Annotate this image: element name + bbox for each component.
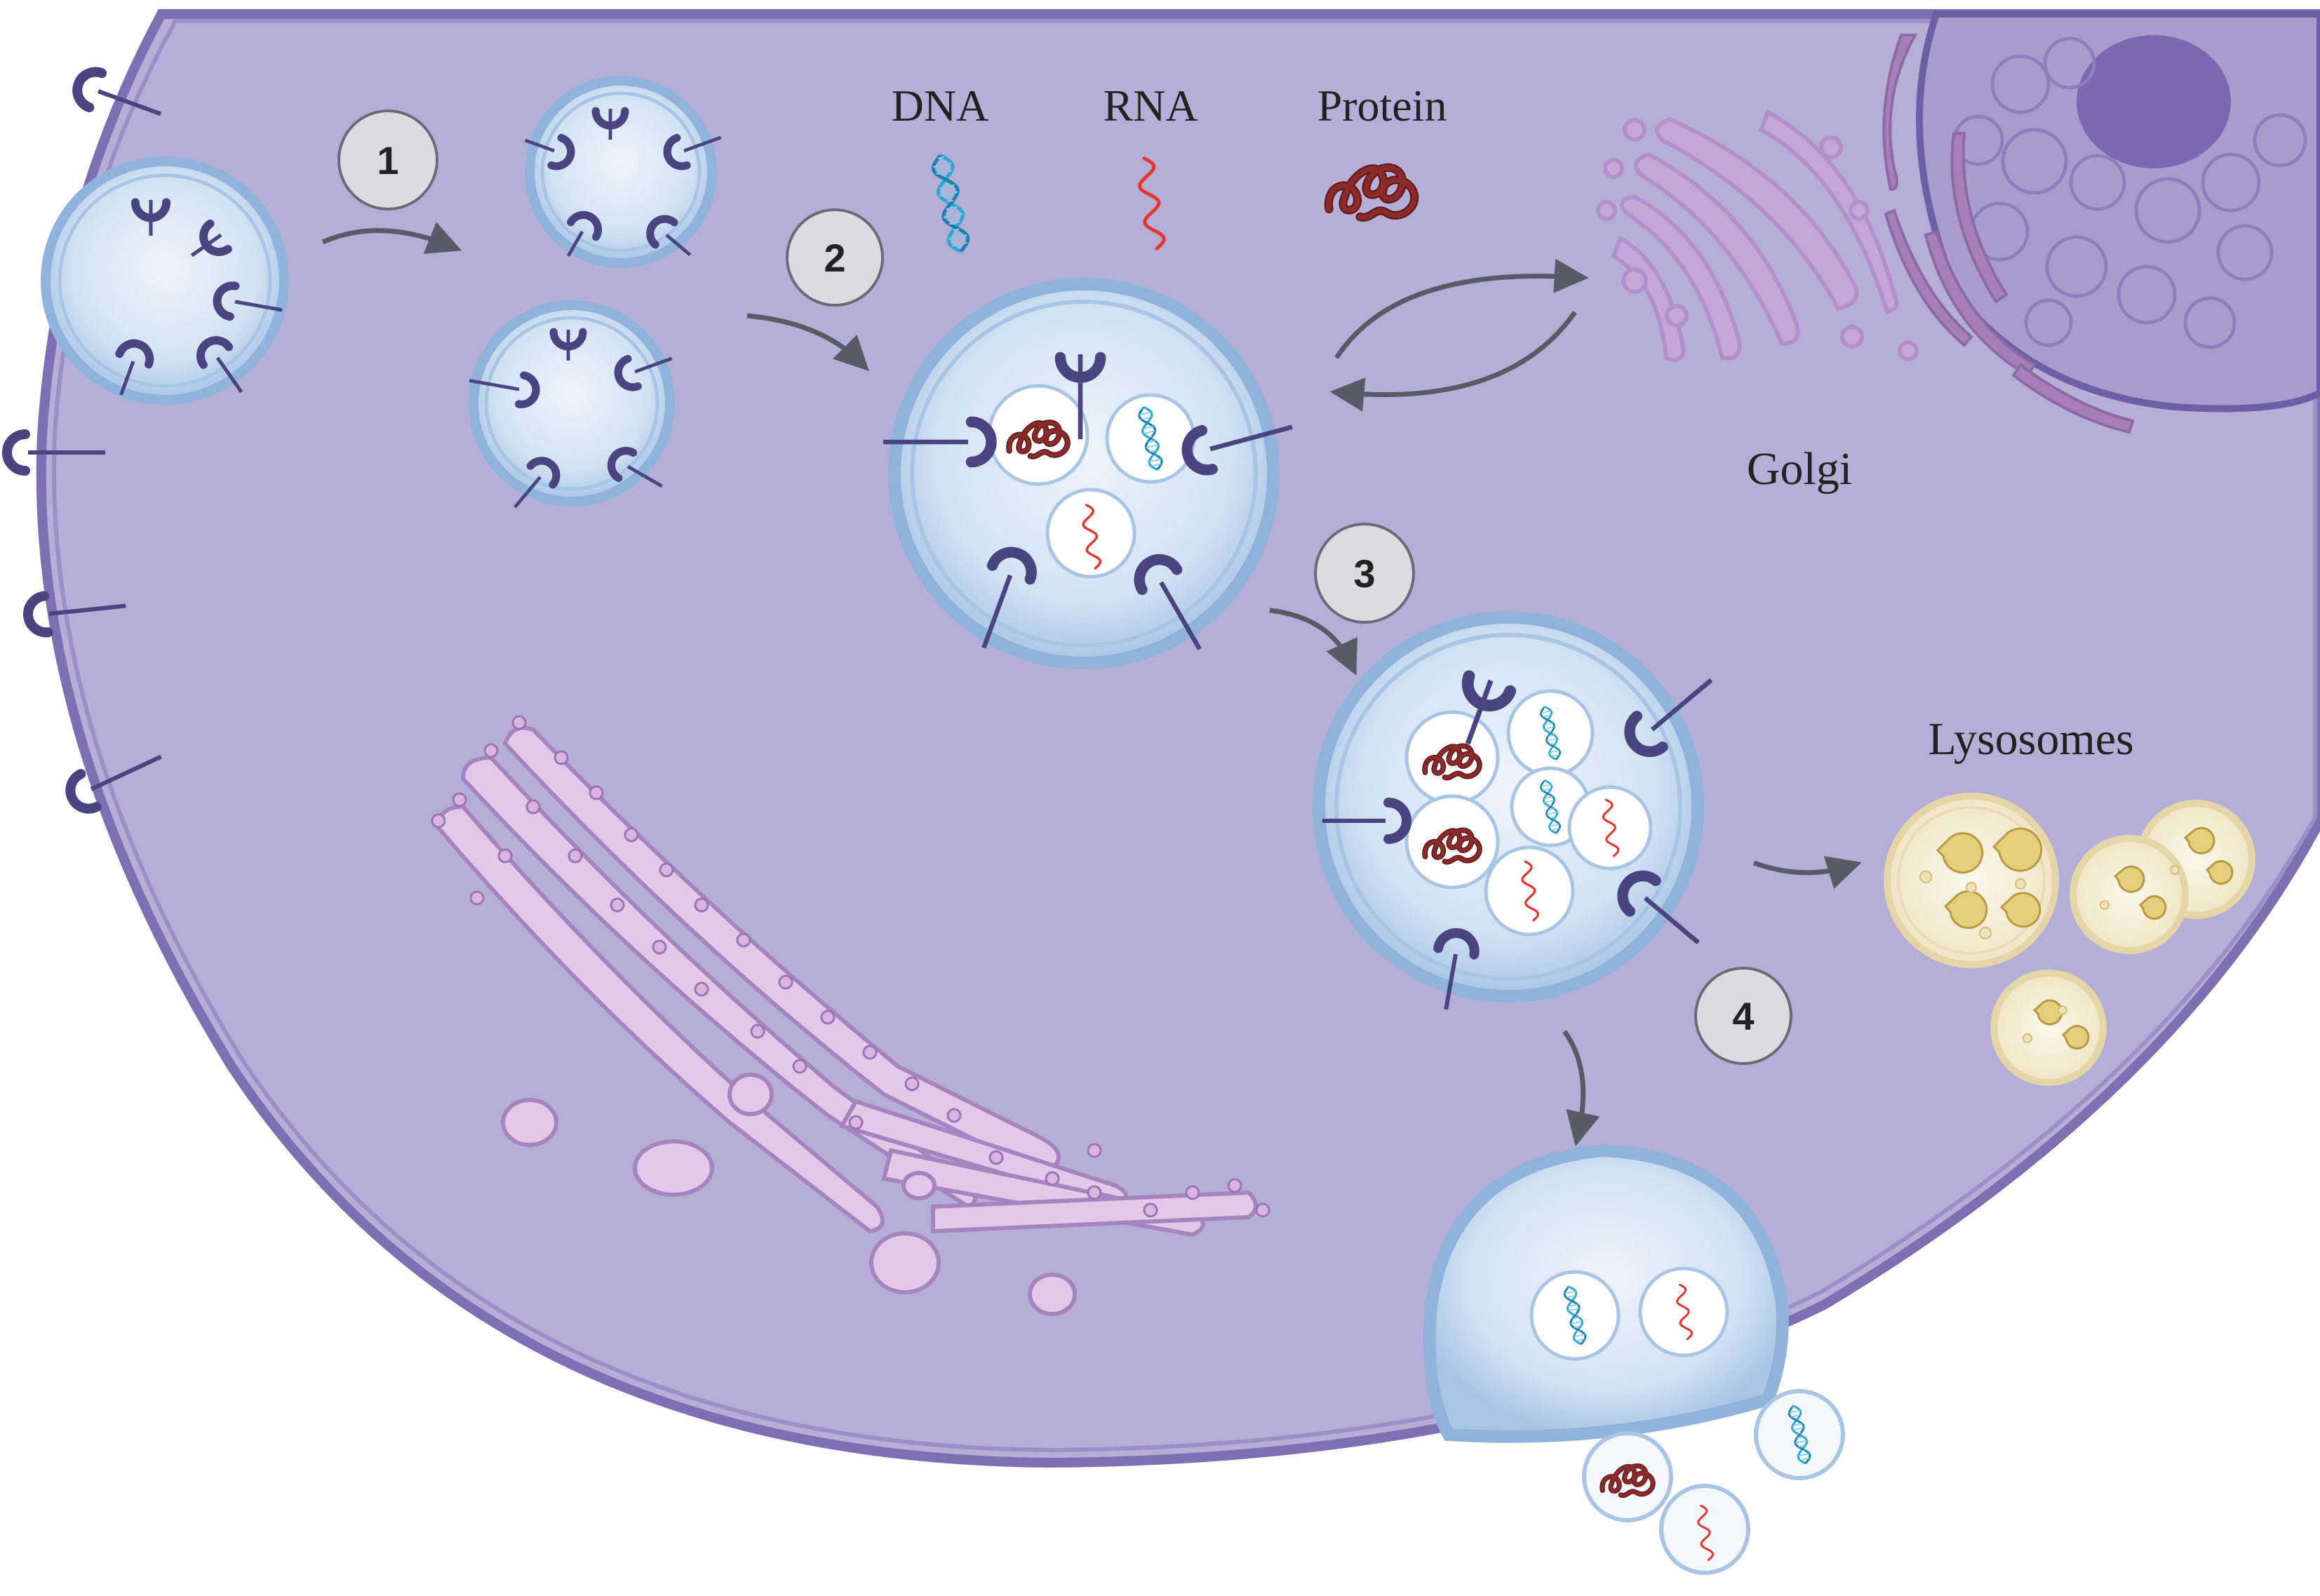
arrow-icon (1329, 310, 1577, 412)
receptor-icon (1624, 678, 1713, 758)
step-3-badge: 3 (1314, 523, 1415, 624)
dna-label: DNA (892, 81, 989, 130)
receptor-icon (2, 429, 105, 476)
receptor-icon (883, 416, 997, 468)
receptor-icon (614, 354, 673, 391)
step-3-number: 3 (1353, 551, 1375, 596)
receptor-icon (524, 133, 575, 170)
intraluminal-vesicle (1567, 785, 1653, 871)
mvb-fusing-membrane (1423, 1144, 1789, 1443)
step-badges: 1 2 3 4 (337, 109, 1792, 1065)
dna-icon (931, 154, 970, 253)
intraluminal-vesicle (1045, 488, 1136, 579)
exosome (1659, 1484, 1750, 1575)
receptor-icon (1433, 928, 1480, 1010)
ribosomes (431, 715, 1270, 1218)
step-4-badge: 4 (1694, 967, 1792, 1065)
receptor-icon (1134, 554, 1202, 650)
golgi-label: Golgi (1747, 443, 1852, 495)
rna-icon (1676, 1283, 1693, 1341)
receptor-icon (190, 219, 232, 257)
arrow-icon (1562, 1029, 1600, 1147)
step-1-number: 1 (377, 138, 398, 182)
receptor-icon (591, 107, 629, 140)
receptor-icon (1181, 424, 1293, 476)
receptor-icon (663, 133, 722, 170)
receptor-icon (65, 754, 162, 814)
receptor-icon (1054, 351, 1106, 440)
rna-icon (1082, 504, 1102, 570)
lysosomes (1884, 793, 2255, 1086)
protein-icon (1422, 743, 1482, 781)
rna-icon (1602, 798, 1620, 857)
lysosome (1884, 793, 2059, 968)
receptor-icon (514, 457, 561, 509)
rna-icon (1137, 156, 1166, 250)
step-2-number: 2 (824, 236, 845, 280)
rna-icon (1697, 1504, 1714, 1562)
receptor-icon (549, 328, 587, 361)
receptor-icon (646, 215, 692, 257)
pathway-arrows (321, 222, 1862, 1147)
receptor-icon (23, 591, 126, 638)
multivesicular-body-late (1313, 611, 1704, 1002)
rna-label: RNA (1103, 81, 1198, 130)
dna-icon (1540, 779, 1561, 834)
protein-icon (1006, 420, 1071, 460)
protein-icon (1324, 163, 1419, 222)
protein-icon (1324, 163, 1419, 222)
intraluminal-vesicle (1404, 794, 1500, 890)
receptor-icon (130, 198, 171, 236)
receptor-icon (1322, 798, 1412, 844)
protein-icon (1422, 827, 1482, 865)
intraluminal-vesicle (1404, 710, 1500, 805)
dna-icon (1138, 406, 1163, 471)
nucleolus (2077, 35, 2231, 168)
dna-icon (1540, 706, 1561, 760)
intraluminal-vesicle (1638, 1266, 1729, 1357)
golgi-apparatus (1596, 109, 1919, 363)
step-2-badge: 2 (786, 208, 884, 307)
intraluminal-vesicle (987, 384, 1089, 486)
receptor-icon (607, 447, 663, 488)
arrow-icon (1752, 856, 1862, 890)
lysosomes-label: Lysosomes (1928, 713, 2133, 765)
lysosome (2070, 835, 2189, 954)
receptors (2, 67, 1713, 1010)
receptor-icon (981, 546, 1037, 649)
multivesicular-body-early (888, 278, 1280, 669)
protein-icon (1600, 1463, 1656, 1498)
arrow-icon (746, 313, 869, 371)
dna-icon (1563, 1285, 1587, 1346)
budding-vesicle (41, 156, 289, 405)
rough-endoplasmic-reticulum (436, 725, 1258, 1316)
rna-icon (1137, 156, 1166, 250)
protein-label: Protein (1317, 81, 1447, 130)
arrow-icon (1334, 258, 1589, 359)
dna-icon (931, 154, 970, 253)
receptor-icon (213, 281, 283, 321)
exosome (1582, 1431, 1673, 1522)
intraluminal-vesicle (1484, 845, 1575, 937)
receptor-icon (115, 339, 154, 396)
receptor-icon (1461, 670, 1517, 745)
receptor-icon (72, 67, 162, 116)
cargo (1006, 406, 1811, 1562)
lysosome (1990, 970, 2107, 1086)
rna-icon (1521, 860, 1540, 922)
receptor-icon (1617, 870, 1700, 945)
arrow-icon (321, 222, 462, 254)
receptor-icon (566, 210, 602, 257)
dna-icon (1788, 1404, 1811, 1465)
rough-er-top (1882, 34, 2135, 434)
receptor-icon (196, 336, 243, 394)
step-1-badge: 1 (337, 109, 438, 210)
cargo-legend: DNA RNA Protein (892, 81, 1447, 253)
early-endosome-top (525, 76, 717, 268)
arrow-icon (1269, 608, 1357, 676)
receptor-icon (469, 371, 540, 408)
step-4-number: 4 (1732, 994, 1754, 1038)
